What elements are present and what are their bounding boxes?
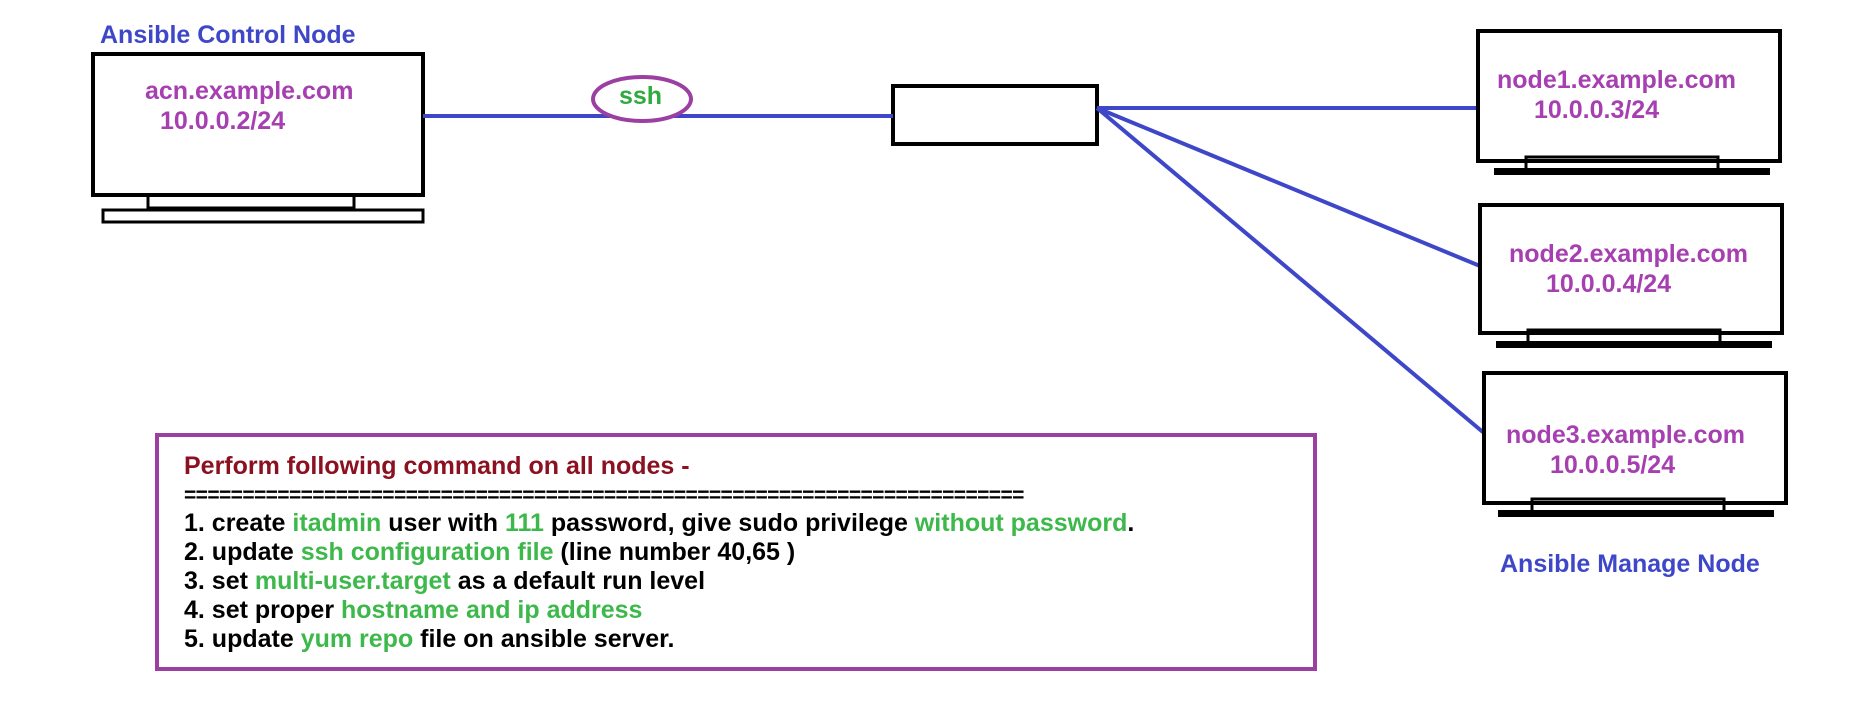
instruction-step: 5. update yum repo file on ansible serve…: [184, 625, 1313, 654]
highlighted-term: yum repo: [300, 625, 414, 653]
highlighted-term: without password: [914, 509, 1128, 537]
highlighted-term: hostname and ip address: [341, 596, 643, 624]
node1-keyboard: [1494, 168, 1770, 175]
step-text: 5. update: [184, 625, 301, 653]
highlighted-term: multi-user.target: [254, 567, 451, 595]
node2-monitor: [1478, 203, 1784, 335]
control-node-computer: [91, 52, 425, 224]
wire-switch-to-node2: [1096, 106, 1481, 268]
control-node-ip: 10.0.0.2/24: [160, 107, 286, 135]
instruction-step: 3. set multi-user.target as a default ru…: [184, 567, 1313, 596]
control-node-stand: [146, 193, 356, 210]
instructions-box: Perform following command on all nodes -…: [155, 433, 1317, 671]
node2-ip: 10.0.0.4/24: [1546, 270, 1672, 298]
highlighted-term: ssh configuration file: [300, 538, 554, 566]
node2-keyboard: [1496, 341, 1772, 348]
ssh-label: ssh: [619, 82, 663, 110]
step-text: 2. update: [184, 538, 301, 566]
ssh-ring: [591, 75, 693, 123]
node3-keyboard: [1498, 510, 1774, 517]
step-text: password, give sudo privilege: [543, 509, 915, 537]
instruction-step: 1. create itadmin user with 111 password…: [184, 509, 1313, 538]
highlighted-term: 111: [504, 509, 544, 537]
step-text: user with: [381, 509, 505, 537]
node3-hostname: node3.example.com: [1506, 421, 1745, 449]
managed-nodes-heading: Ansible Manage Node: [1500, 550, 1760, 578]
control-node-hostname: acn.example.com: [145, 77, 354, 105]
control-node-heading: Ansible Control Node: [100, 21, 356, 49]
instructions-title: Perform following command on all nodes -: [184, 452, 690, 480]
instruction-step: 4. set proper hostname and ip address: [184, 596, 1313, 625]
network-switch: [891, 84, 1099, 146]
connection-wires: [423, 106, 1486, 435]
control-node-keyboard: [101, 208, 425, 224]
node1-monitor: [1476, 29, 1782, 163]
node1-computer: [1476, 29, 1782, 175]
node3-computer: [1482, 371, 1788, 517]
node1-hostname: node1.example.com: [1497, 66, 1736, 94]
step-text: 4. set proper: [184, 596, 341, 624]
instructions-steps: 1. create itadmin user with 111 password…: [184, 509, 1313, 654]
node3-monitor: [1482, 371, 1788, 505]
step-text: as a default run level: [450, 567, 706, 595]
node1-ip: 10.0.0.3/24: [1534, 96, 1660, 124]
node2-hostname: node2.example.com: [1509, 240, 1748, 268]
node3-ip: 10.0.0.5/24: [1550, 451, 1676, 479]
step-text: 1. create: [184, 509, 293, 537]
step-text: (line number 40,65 ): [553, 538, 796, 566]
step-text: .: [1127, 509, 1135, 537]
node2-computer: [1478, 203, 1784, 348]
wire-switch-to-node3: [1095, 106, 1486, 435]
step-text: file on ansible server.: [413, 625, 675, 653]
highlighted-term: itadmin: [292, 509, 382, 537]
instruction-step: 2. update ssh configuration file (line n…: [184, 538, 1313, 567]
step-text: 3. set: [184, 567, 255, 595]
instructions-divider: ========================================…: [184, 484, 1024, 507]
